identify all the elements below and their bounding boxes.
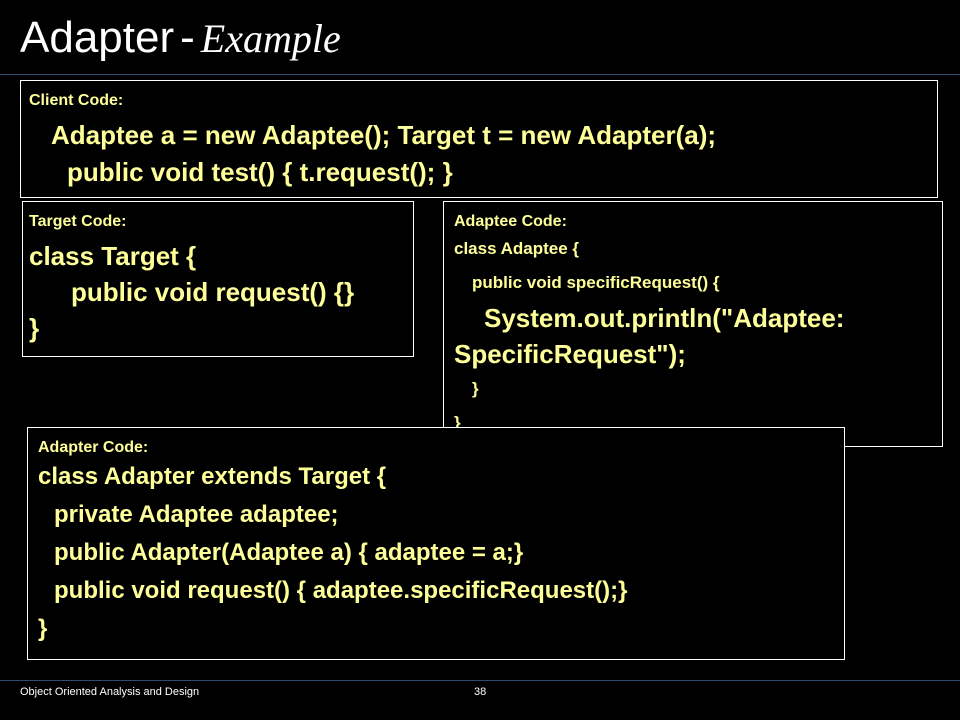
target-code-box: Target Code: class Target { public void … [22,201,414,357]
client-code-heading: Client Code: [29,92,124,109]
title-main: Adapter [20,13,175,62]
adaptee-code-line: } [454,413,461,432]
adapter-code-line: class Adapter extends Target { [38,463,387,490]
footer-divider [0,680,960,681]
footer-course-title: Object Oriented Analysis and Design [20,686,200,698]
adapter-code-line: public void request() { adaptee.specific… [54,577,628,604]
title-divider [0,74,960,75]
adapter-code-box: Adapter Code: class Adapter extends Targ… [27,427,845,660]
client-code-box: Client Code: Adaptee a = new Adaptee(); … [20,80,938,198]
title-emphasis: Example [200,16,341,61]
client-code-line: public void test() { t.request(); } [67,157,453,187]
target-code-line: class Target { [29,241,197,271]
slide-title: Adapter-Example [20,10,341,67]
adapter-code-heading: Adapter Code: [38,439,149,456]
target-code-line: } [29,313,40,343]
adaptee-code-line: } [472,379,479,398]
target-code-heading: Target Code: [29,213,127,230]
adaptee-code-line: SpecificRequest"); [454,339,686,369]
client-code-line: Adaptee a = new Adaptee(); Target t = ne… [51,120,717,150]
adaptee-code-box: Adaptee Code: class Adaptee { public voi… [443,201,943,447]
page-number: 38 [474,686,487,698]
adapter-code-line: } [38,615,48,642]
title-separator: - [180,13,195,62]
adaptee-code-line: System.out.println("Adaptee: [484,303,845,333]
adaptee-code-heading: Adaptee Code: [454,213,567,230]
adaptee-code-line: class Adaptee { [454,239,580,258]
adapter-code-line: public Adapter(Adaptee a) { adaptee = a;… [54,539,524,566]
adaptee-code-line: public void specificRequest() { [472,273,720,292]
adapter-code-line: private Adaptee adaptee; [54,501,339,528]
target-code-line: public void request() {} [71,277,355,307]
